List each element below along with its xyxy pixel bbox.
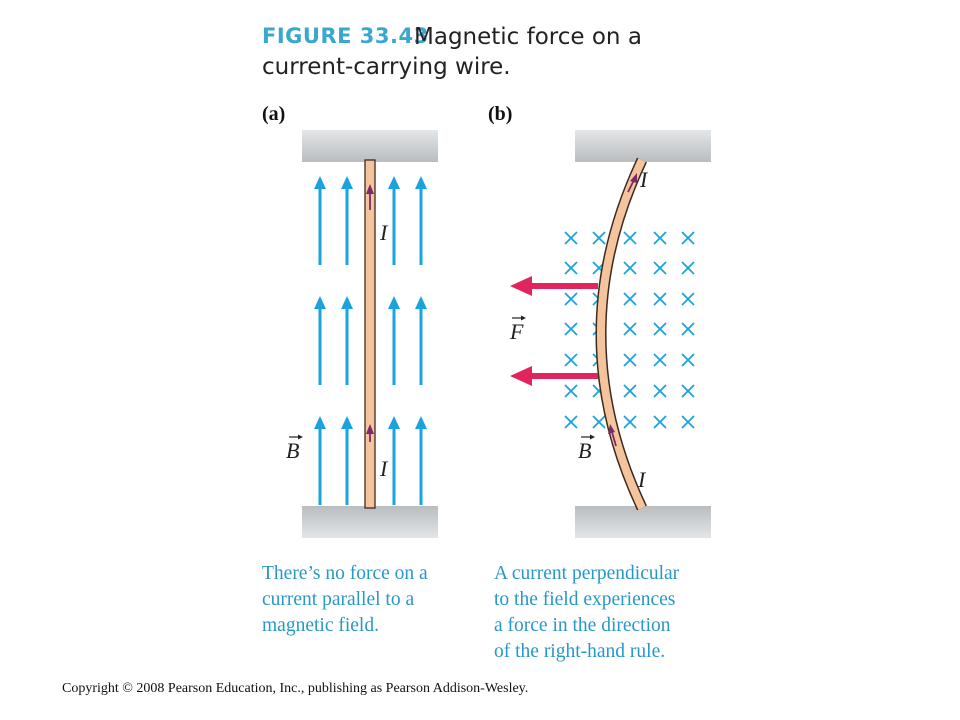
field-into-page-mark — [564, 292, 578, 306]
panel-a-current-label-top: I — [379, 220, 389, 245]
field-into-page-mark — [623, 261, 637, 275]
field-into-page-mark — [592, 231, 606, 245]
figure-title-line-2: current-carrying wire. — [262, 54, 511, 80]
field-arrow — [415, 296, 427, 385]
field-into-page-mark — [681, 384, 695, 398]
field-into-page-mark — [564, 261, 578, 275]
field-arrow — [314, 296, 326, 385]
panel-a-field-label: B — [286, 434, 303, 463]
field-into-page-mark — [564, 415, 578, 429]
field-into-page-mark — [623, 384, 637, 398]
panel-a-caption-line: magnetic field. — [262, 615, 379, 636]
field-into-page-mark — [564, 384, 578, 398]
panel-b-caption: A current perpendicular to the field exp… — [494, 561, 679, 665]
panel-a-current-arrow-bottom — [366, 424, 374, 442]
figure-title: Magnetic force on a current-carrying wir… — [262, 22, 642, 82]
field-into-page-mark — [653, 261, 667, 275]
panel-a-label: (a) — [262, 103, 286, 125]
panel-a-wire — [364, 159, 376, 509]
field-into-page-mark — [681, 292, 695, 306]
panel-a-field-arrows — [314, 176, 427, 505]
panel-a-caption: There’s no force on a current parallel t… — [262, 561, 428, 639]
panel-b-caption-line: of the right-hand rule. — [494, 641, 666, 662]
field-into-page-mark — [564, 231, 578, 245]
field-into-page-mark — [592, 415, 606, 429]
panel-a-caption-line: There’s no force on a — [262, 563, 428, 584]
panel-b-label: (b) — [488, 103, 513, 125]
field-arrow — [341, 296, 353, 385]
field-into-page-mark — [681, 322, 695, 336]
panel-a-current-label-bottom: I — [379, 456, 389, 481]
field-arrow — [341, 176, 353, 265]
panel-a-current-arrow-top — [366, 184, 374, 210]
field-into-page-mark — [653, 415, 667, 429]
field-into-page-mark — [653, 353, 667, 367]
field-into-page-mark — [564, 353, 578, 367]
field-arrow — [314, 416, 326, 505]
panel-b-current-arrow-top — [627, 173, 637, 193]
field-into-page-mark — [681, 353, 695, 367]
field-into-page-mark — [653, 231, 667, 245]
field-into-page-mark — [681, 415, 695, 429]
field-arrow — [415, 416, 427, 505]
field-arrow — [388, 416, 400, 505]
field-arrow — [314, 176, 326, 265]
panel-b-field-label: B — [578, 434, 595, 463]
field-into-page-mark — [653, 292, 667, 306]
panel-b-caption-line: a force in the direction — [494, 615, 671, 636]
panel-a-diagram: I I B — [286, 130, 438, 538]
svg-text:B: B — [578, 438, 591, 463]
panel-a-top-support — [302, 130, 438, 162]
panel-a-caption-line: current parallel to a — [262, 589, 415, 610]
panel-b-force-arrow-top — [510, 276, 598, 296]
figure-title-line-1: Magnetic force on a — [414, 24, 642, 50]
panel-b-force-arrow-bottom — [510, 366, 598, 386]
panel-b-caption-line: to the field experiences — [494, 589, 676, 610]
panel-b-top-support — [575, 130, 711, 162]
field-into-page-mark — [623, 353, 637, 367]
field-into-page-mark — [653, 384, 667, 398]
panel-b-current-label-top: I — [639, 167, 649, 192]
panel-b-current-label-bottom: I — [637, 467, 647, 492]
field-into-page-mark — [653, 322, 667, 336]
panel-b-bottom-support — [575, 506, 711, 538]
field-into-page-mark — [623, 415, 637, 429]
panel-b-diagram: I I F B — [509, 130, 711, 538]
svg-text:F: F — [509, 319, 524, 344]
field-into-page-mark — [681, 261, 695, 275]
field-arrow — [388, 176, 400, 265]
field-into-page-mark — [564, 322, 578, 336]
field-into-page-mark — [623, 292, 637, 306]
field-into-page-mark — [623, 231, 637, 245]
field-arrow — [341, 416, 353, 505]
field-into-page-mark — [623, 322, 637, 336]
svg-text:B: B — [286, 438, 299, 463]
panel-b-wire — [597, 158, 646, 510]
panel-b-caption-line: A current perpendicular — [494, 563, 680, 584]
figure-number: FIGURE 33.43 — [262, 24, 429, 48]
panel-b-current-arrow-bottom — [608, 424, 617, 447]
panel-a-bottom-support — [302, 506, 438, 538]
field-into-page-mark — [681, 231, 695, 245]
field-arrow — [388, 296, 400, 385]
panel-b-force-label: F — [509, 315, 526, 344]
panel-b-field-into-page — [564, 231, 695, 429]
field-arrow — [415, 176, 427, 265]
copyright-notice: Copyright © 2008 Pearson Education, Inc.… — [62, 681, 529, 696]
